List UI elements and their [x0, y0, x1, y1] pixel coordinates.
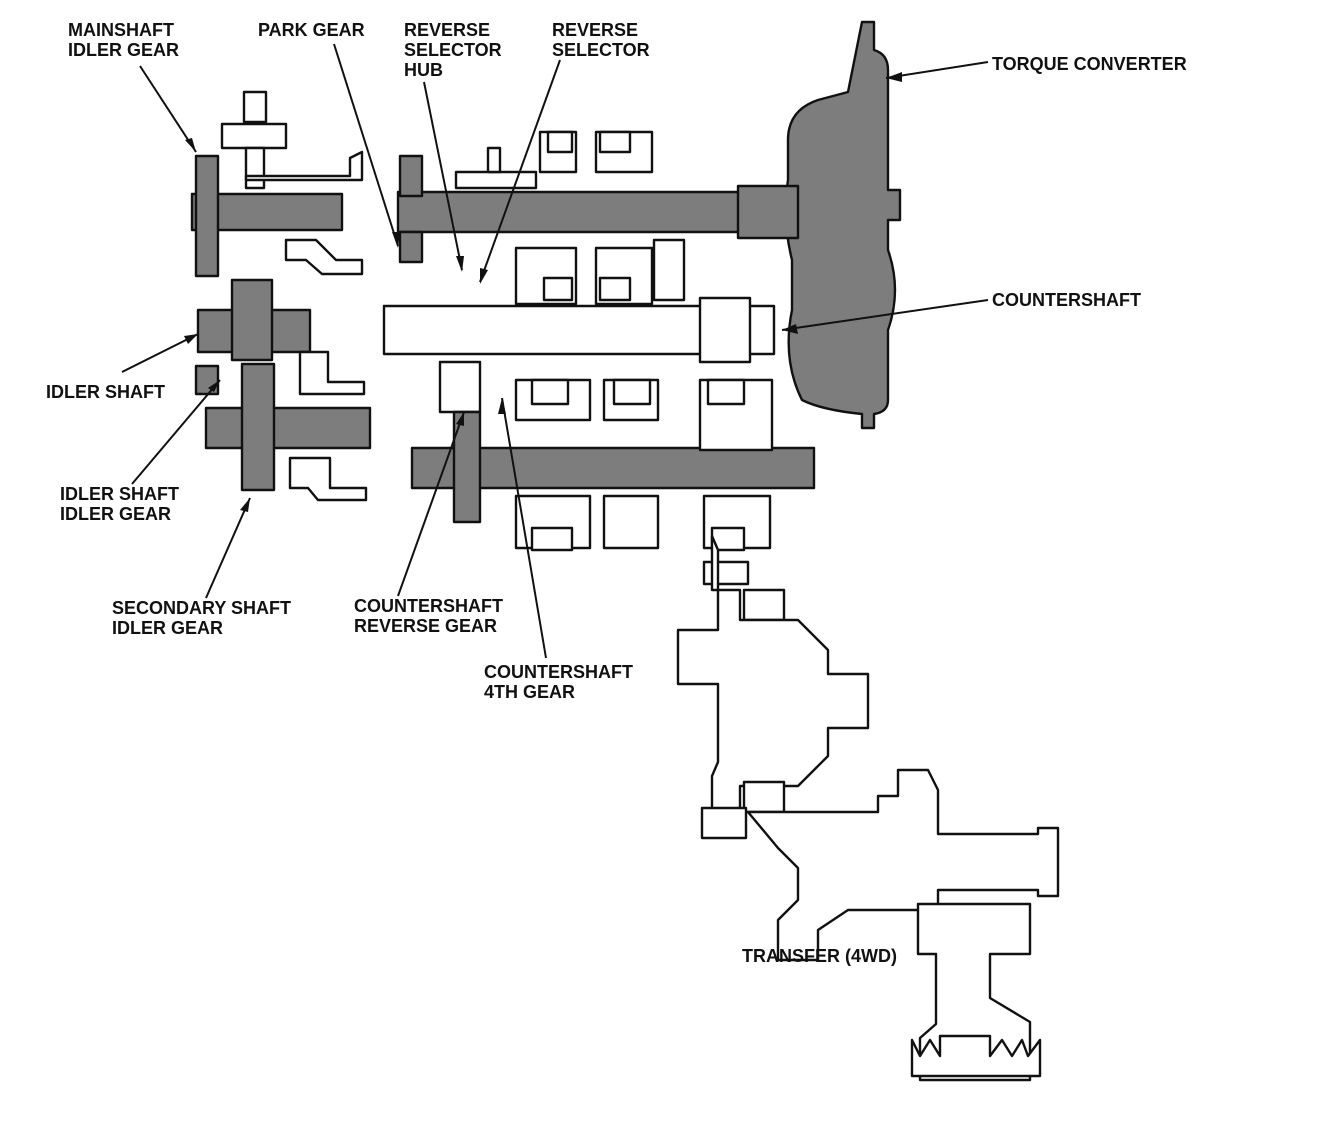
- arrowhead-countershaft-4th-gear: [498, 398, 506, 414]
- arrowhead-countershaft: [782, 324, 798, 334]
- arrowhead-reverse-selector: [480, 268, 488, 284]
- label-park-gear: PARK GEAR: [258, 20, 365, 40]
- upper-gear-teeth: [542, 130, 632, 302]
- label-countershaft: COUNTERSHAFT: [992, 290, 1141, 310]
- label-transfer-4wd: TRANSFER (4WD): [742, 946, 897, 966]
- arrowhead-idler-shaft: [184, 334, 198, 344]
- label-mainshaft-idler-gear: MAINSHAFT IDLER GEAR: [68, 20, 179, 60]
- torque-converter: [784, 20, 902, 430]
- mainshaft: [190, 184, 800, 240]
- arrowhead-torque-converter: [886, 72, 902, 82]
- leader-countershaft-4th-gear: [501, 397, 547, 659]
- leader-countershaft-reverse-gear: [397, 411, 465, 597]
- label-countershaft-4th-gear: COUNTERSHAFT 4TH GEAR: [484, 662, 638, 702]
- arrowhead-secondary-shaft-idler-gear: [240, 498, 250, 512]
- arrowhead-reverse-selector-hub: [456, 256, 464, 272]
- transfer-shaft: [746, 768, 1060, 1082]
- leader-park-gear: [333, 43, 399, 247]
- leader-mainshaft-idler-gear: [139, 65, 197, 153]
- label-secondary-shaft-idler-gear: SECONDARY SHAFT IDLER GEAR: [112, 598, 296, 638]
- label-torque-converter: TORQUE CONVERTER: [992, 54, 1187, 74]
- leader-lines: [121, 43, 989, 659]
- arrowhead-park-gear: [392, 232, 400, 248]
- leader-secondary-shaft-idler-gear: [205, 497, 251, 599]
- arrow-heads: [184, 72, 902, 512]
- label-countershaft-reverse-gear: COUNTERSHAFT REVERSE GEAR: [354, 596, 508, 636]
- leader-idler-shaft: [121, 333, 199, 373]
- label-reverse-selector: REVERSE SELECTOR: [552, 20, 650, 60]
- leader-countershaft: [781, 299, 989, 331]
- label-reverse-selector-hub: REVERSE SELECTOR HUB: [404, 20, 507, 80]
- label-idler-shaft: IDLER SHAFT: [46, 382, 165, 402]
- leader-reverse-selector: [479, 59, 561, 283]
- arrowhead-idler-shaft-idler-gear: [208, 380, 220, 392]
- countershaft-body: [382, 296, 776, 364]
- differential-housing: [676, 534, 870, 840]
- leader-idler-shaft-idler-gear: [131, 379, 221, 485]
- label-idler-shaft-idler-gear: IDLER SHAFT IDLER GEAR: [60, 484, 184, 524]
- arrowhead-countershaft-reverse-gear: [456, 412, 464, 426]
- countershaft-gears: [438, 360, 774, 552]
- labels: MAINSHAFT IDLER GEAR PARK GEAR REVERSE S…: [46, 20, 1187, 966]
- leader-torque-converter: [885, 61, 989, 79]
- left-gear-stack: [194, 90, 368, 502]
- leader-reverse-selector-hub: [423, 81, 463, 271]
- arrowhead-mainshaft-idler-gear: [185, 138, 196, 152]
